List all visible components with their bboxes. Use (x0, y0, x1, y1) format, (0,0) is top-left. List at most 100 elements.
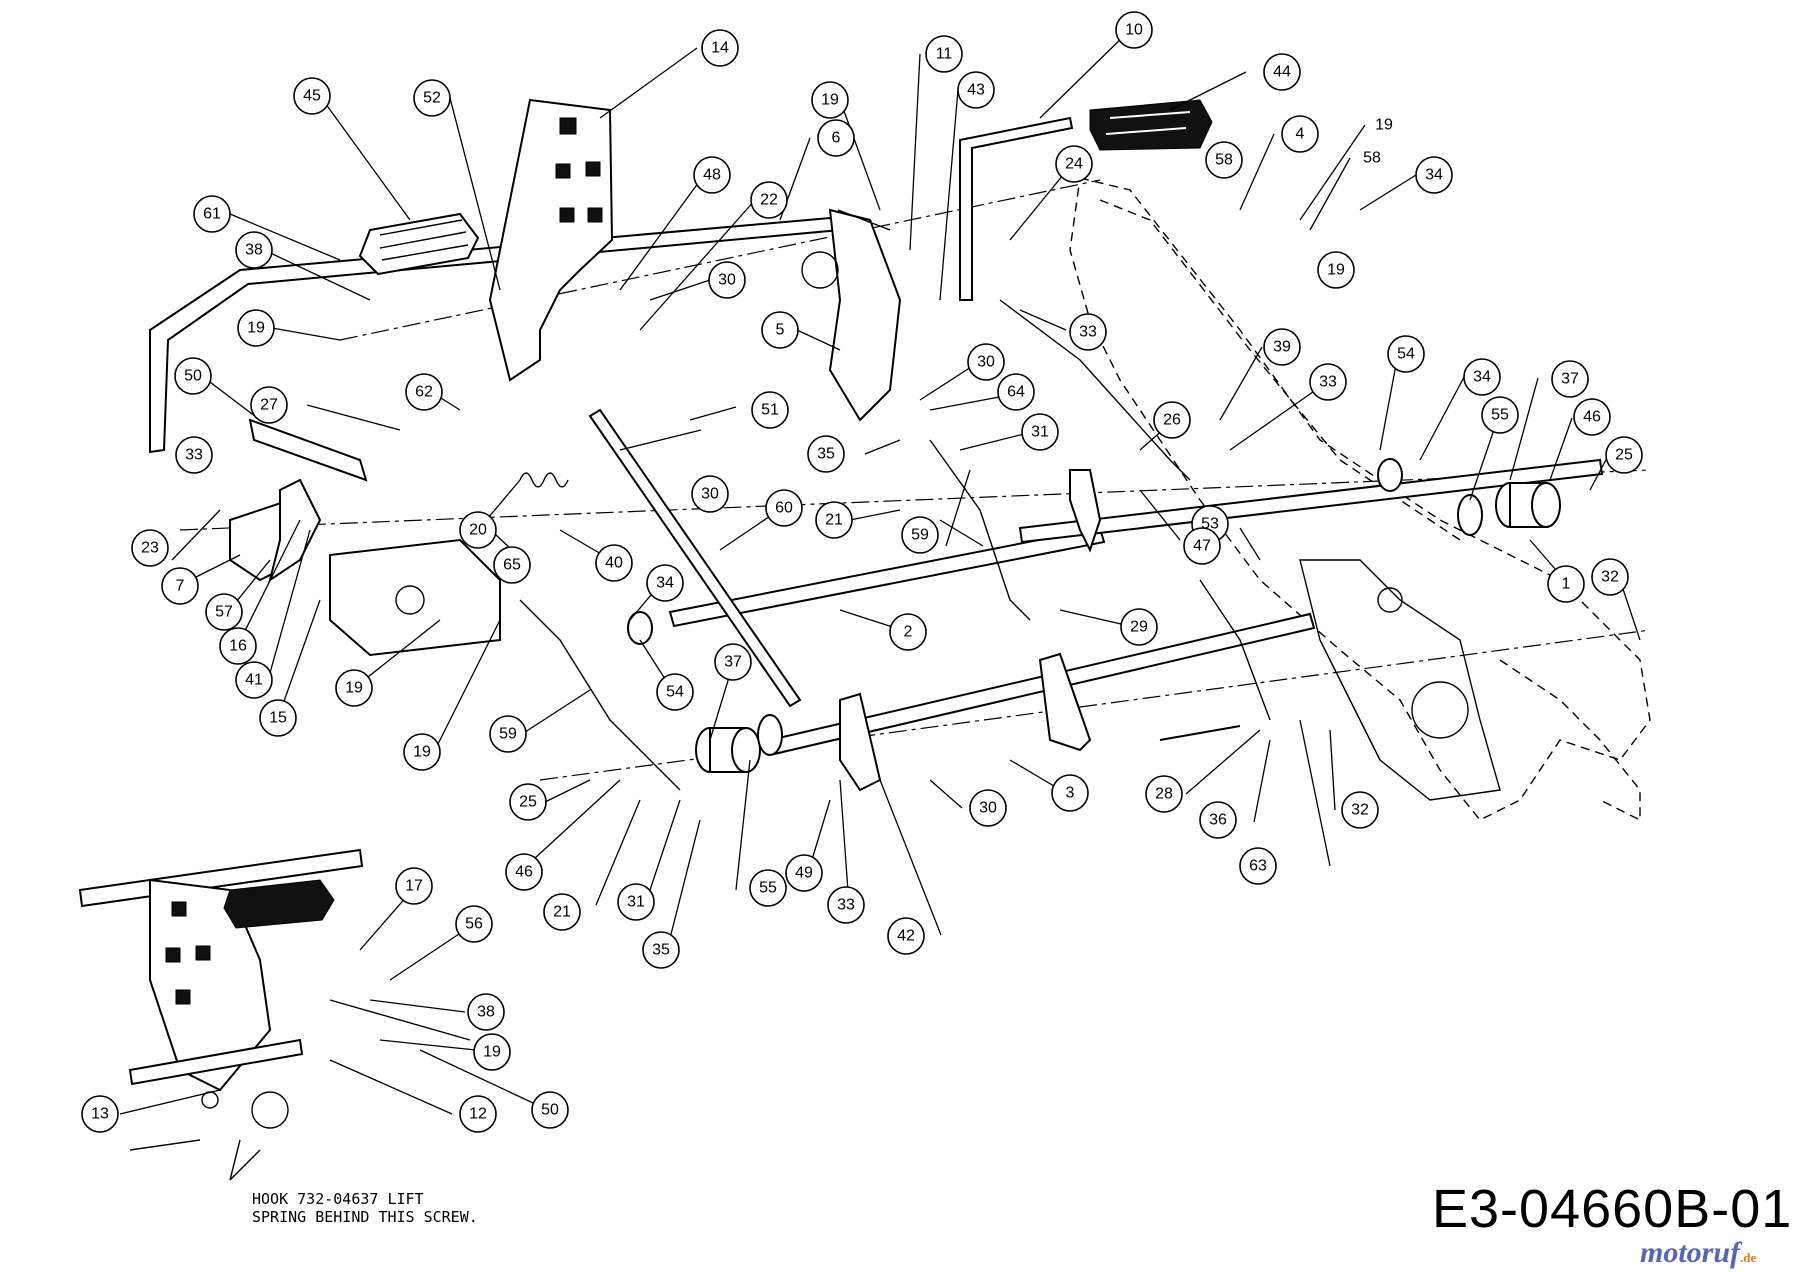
svg-text:37: 37 (724, 654, 742, 671)
svg-text:19: 19 (413, 744, 431, 761)
svg-text:54: 54 (666, 684, 684, 701)
callout: 19 (403, 733, 441, 771)
callout: 25 (1605, 436, 1643, 474)
svg-text:26: 26 (1163, 412, 1181, 429)
svg-text:60: 60 (775, 500, 793, 517)
callout: 58 (1363, 150, 1381, 167)
callout: 38 (235, 231, 273, 269)
callout: 19 (237, 309, 275, 347)
callout: 31 (1021, 413, 1059, 451)
svg-text:4: 4 (1296, 126, 1305, 143)
callout: 37 (714, 643, 752, 681)
lever-47 (1069, 469, 1102, 553)
callout: 49 (785, 854, 823, 892)
svg-text:25: 25 (519, 794, 537, 811)
callout: 30 (691, 475, 729, 513)
svg-text:30: 30 (701, 486, 719, 503)
svg-text:23: 23 (141, 540, 159, 557)
bushing-54 (627, 458, 1403, 645)
grip-45 (358, 212, 480, 276)
callout: 17 (395, 867, 433, 905)
svg-text:7: 7 (176, 578, 185, 595)
svg-text:12: 12 (469, 1106, 487, 1123)
inset-note: HOOK 732-04637 LIFT SPRING BEHIND THIS S… (252, 1190, 478, 1226)
note-line-1: HOOK 732-04637 LIFT (252, 1190, 424, 1208)
callout: 39 (1263, 328, 1301, 366)
callout: 60 (765, 489, 803, 527)
callout: 28 (1145, 775, 1183, 813)
callout: 6 (817, 119, 855, 157)
callout: 57 (205, 593, 243, 631)
svg-text:63: 63 (1249, 858, 1267, 875)
svg-text:41: 41 (245, 672, 263, 689)
svg-text:34: 34 (656, 575, 674, 592)
callout: 22 (750, 181, 788, 219)
callout: 2 (889, 613, 927, 651)
svg-text:47: 47 (1193, 538, 1211, 555)
callout: 37 (1551, 360, 1589, 398)
callout: 30 (708, 261, 746, 299)
svg-text:30: 30 (977, 354, 995, 371)
svg-text:58: 58 (1363, 150, 1381, 167)
svg-text:5: 5 (776, 322, 785, 339)
callout: 31 (617, 883, 655, 921)
svg-text:21: 21 (553, 904, 571, 921)
callout: 56 (455, 905, 493, 943)
inset-detail (78, 848, 471, 1181)
callout: 32 (1591, 558, 1629, 596)
svg-text:50: 50 (541, 1102, 559, 1119)
callout: 62 (405, 373, 443, 411)
callout: 12 (459, 1095, 497, 1133)
svg-text:54: 54 (1397, 346, 1415, 363)
svg-text:27: 27 (260, 397, 278, 414)
svg-text:30: 30 (718, 272, 736, 289)
callout: 15 (259, 699, 297, 737)
callout: 63 (1239, 847, 1277, 885)
svg-text:19: 19 (247, 320, 265, 337)
callout: 5 (761, 311, 799, 349)
callout: 1 (1547, 565, 1585, 603)
callout: 30 (967, 343, 1005, 381)
svg-text:65: 65 (503, 557, 521, 574)
callout: 16 (219, 627, 257, 665)
callout: 54 (1387, 335, 1425, 373)
svg-text:33: 33 (1079, 324, 1097, 341)
svg-text:34: 34 (1473, 369, 1491, 386)
callout: 36 (1199, 801, 1237, 839)
callout: 4 (1281, 115, 1319, 153)
svg-text:52: 52 (423, 90, 441, 107)
watermark-name: motoruf (1640, 1236, 1741, 1269)
svg-text:16: 16 (229, 638, 247, 655)
callout: 35 (642, 931, 680, 969)
callout: 48 (693, 156, 731, 194)
svg-text:6: 6 (832, 130, 841, 147)
callout: 46 (505, 853, 543, 891)
callout: 19 (335, 669, 373, 707)
callout: 33 (827, 886, 865, 924)
callout: 61 (193, 195, 231, 233)
svg-text:35: 35 (817, 446, 835, 463)
svg-text:57: 57 (215, 604, 233, 621)
callout: 50 (174, 357, 212, 395)
svg-text:61: 61 (203, 206, 221, 223)
callout: 34 (1463, 358, 1501, 396)
svg-text:58: 58 (1215, 152, 1233, 169)
callout: 47 (1183, 527, 1221, 565)
svg-text:29: 29 (1130, 619, 1148, 636)
svg-text:45: 45 (303, 88, 321, 105)
callout: 34 (646, 564, 684, 602)
svg-text:10: 10 (1125, 22, 1143, 39)
grip-44 (1089, 99, 1213, 151)
bushing-37-lower (695, 714, 783, 773)
bushing-37-upper (1457, 482, 1561, 536)
arm-50 (248, 418, 368, 482)
svg-text:19: 19 (483, 1044, 501, 1061)
note-line-2: SPRING BEHIND THIS SCREW. (252, 1208, 478, 1226)
svg-text:56: 56 (465, 916, 483, 933)
callout: 27 (250, 386, 288, 424)
svg-text:15: 15 (269, 710, 287, 727)
svg-text:37: 37 (1561, 371, 1579, 388)
svg-text:33: 33 (185, 447, 203, 464)
svg-text:46: 46 (1583, 409, 1601, 426)
